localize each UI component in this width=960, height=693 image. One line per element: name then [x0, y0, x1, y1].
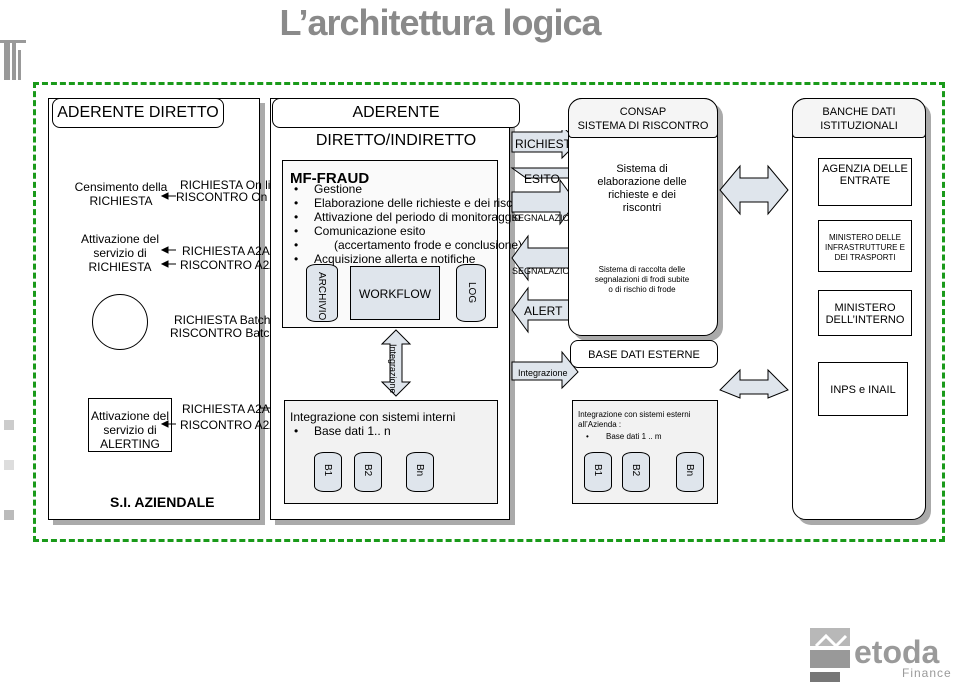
censimento-label: Censimento della RICHIESTA — [74, 180, 168, 208]
richiesta-a2a-alert-label: RICHIESTA A2A — [182, 402, 270, 416]
integrazione-interni-bullets: Base dati 1.. n — [290, 424, 391, 438]
mf-fraud-bullets: Gestione Elaborazione delle richieste e … — [290, 182, 544, 266]
bullet-accertamento: (accertamento frode e conclusione) — [294, 238, 544, 252]
bullet-monitoraggio: Attivazione del periodo di monitoraggio — [294, 210, 544, 224]
bullet-gestione: Gestione — [294, 182, 544, 196]
workflow-box: WORKFLOW — [350, 266, 440, 320]
riscontro-batch-label: RISCONTRO Batch — [170, 326, 277, 340]
consap-raccolta: Sistema di raccolta delle segnalazioni d… — [594, 265, 690, 294]
bullet-acquisizione: Acquisizione allerta e notifiche — [294, 252, 544, 266]
db-bn-interni-label: Bn — [414, 464, 425, 477]
arrow-esito-label: ESITO — [524, 172, 560, 186]
riscontro-online-label: RISCONTRO On line — [176, 190, 290, 204]
ministero-interno-box: MINISTERO DELL’INTERNO — [818, 290, 912, 336]
db-b2-interni-label: B2 — [362, 464, 373, 477]
arrow-alert-label: ALERT — [524, 304, 563, 318]
richiesta-batch-label: RICHIESTA Batch — [174, 313, 271, 327]
inps-inail-box: INPS e INAIL — [818, 362, 908, 416]
db-bn-esterni — [676, 452, 704, 492]
riscontro-a2a-alert-label: RISCONTRO A2A — [180, 418, 278, 432]
integrazione-esterni-bullets: Base dati 1 .. m — [582, 432, 661, 442]
arrow-richiesta-label: RICHIESTA — [515, 137, 579, 151]
alerting-box: Attivazione del servizio di ALERTING — [88, 398, 172, 452]
left-decoration — [0, 40, 24, 540]
integrazione-double-arrow — [380, 329, 412, 397]
log-label: LOG — [466, 282, 477, 304]
bullet-elaborazione: Elaborazione delle richieste e dei risco… — [294, 196, 544, 210]
indiretto-header: ADERENTE DIRETTO/INDIRETTO — [272, 98, 520, 149]
bullet-comunicazione: Comunicazione esito — [294, 224, 544, 238]
aderente-diretto-header: ADERENTE DIRETTO — [52, 98, 224, 128]
integrazione-esterni-title: Integrazione con sistemi esterni all’Azi… — [578, 410, 691, 429]
db-b2-interni — [354, 452, 382, 492]
ministero-trasporti-box: MINISTERO DELLE INFRASTRUTTURE E DEI TRA… — [818, 220, 912, 272]
banche-header: BANCHE DATI ISTITUZIONALI — [792, 98, 926, 138]
archivio-label: ARCHIVIO — [316, 272, 327, 321]
page-title: L’architettura logica — [279, 2, 601, 43]
consap-elaborazione: Sistema di elaborazione delle richieste … — [597, 163, 687, 214]
riscontro-a2a-label: RISCONTRO A2A — [180, 258, 278, 272]
metoda-logo-mark — [810, 628, 850, 682]
db-bn-interni — [406, 452, 434, 492]
archivio-cylinder — [306, 264, 338, 322]
consap-header: CONSAP SISTEMA DI RISCONTRO — [568, 98, 718, 138]
diagram-frame — [33, 82, 945, 542]
user-circle — [92, 294, 148, 350]
integrazione-vertical-label: Integrazione — [388, 344, 398, 394]
integrazione-interni-title: Integrazione con sistemi interni — [290, 410, 456, 424]
banche-title: BANCHE DATI — [822, 106, 896, 118]
db-b1-esterni-label: B1 — [592, 464, 603, 477]
arrow-integrazione-label: Integrazione — [518, 368, 568, 378]
banche-double-arrows — [719, 164, 789, 399]
consap-title: CONSAP — [619, 106, 667, 118]
bullet-base-dati-esterni: Base dati 1 .. m — [586, 432, 661, 442]
richiesta-a2a-label: RICHIESTA A2A — [182, 244, 270, 258]
banche-subtitle: ISTITUZIONALI — [820, 120, 898, 132]
db-b1-interni-label: B1 — [322, 464, 333, 477]
logo-subtext: Finance — [902, 666, 952, 680]
db-b2-esterni — [622, 452, 650, 492]
si-aziendale-label: S.I. AZIENDALE — [110, 494, 215, 510]
middle-arrows — [510, 130, 579, 390]
richiesta-online-label: RICHIESTA On line — [180, 178, 284, 192]
arrow-segnalazione1-label: SEGNALAZIONE — [512, 213, 583, 223]
db-b1-interni — [314, 452, 342, 492]
metoda-logo: etoda Finance — [806, 622, 951, 684]
db-b2-esterni-label: B2 — [630, 464, 641, 477]
logo-text: etoda — [854, 634, 940, 670]
base-dati-esterne-box: BASE DATI ESTERNE — [570, 340, 718, 368]
log-cylinder — [456, 264, 486, 322]
attivazione-richiesta-label: Attivazione del servizio di RICHIESTA — [80, 232, 160, 274]
db-bn-esterni-label: Bn — [684, 464, 695, 477]
bullet-base-dati-interni: Base dati 1.. n — [294, 424, 391, 438]
consap-subtitle: SISTEMA DI RISCONTRO — [577, 120, 709, 132]
agenzia-entrate-box: AGENZIA DELLE ENTRATE — [818, 158, 912, 206]
db-b1-esterni — [584, 452, 612, 492]
arrow-segnalazione2-label: SEGNALAZIONE — [512, 266, 583, 276]
top-decoration — [0, 40, 26, 80]
